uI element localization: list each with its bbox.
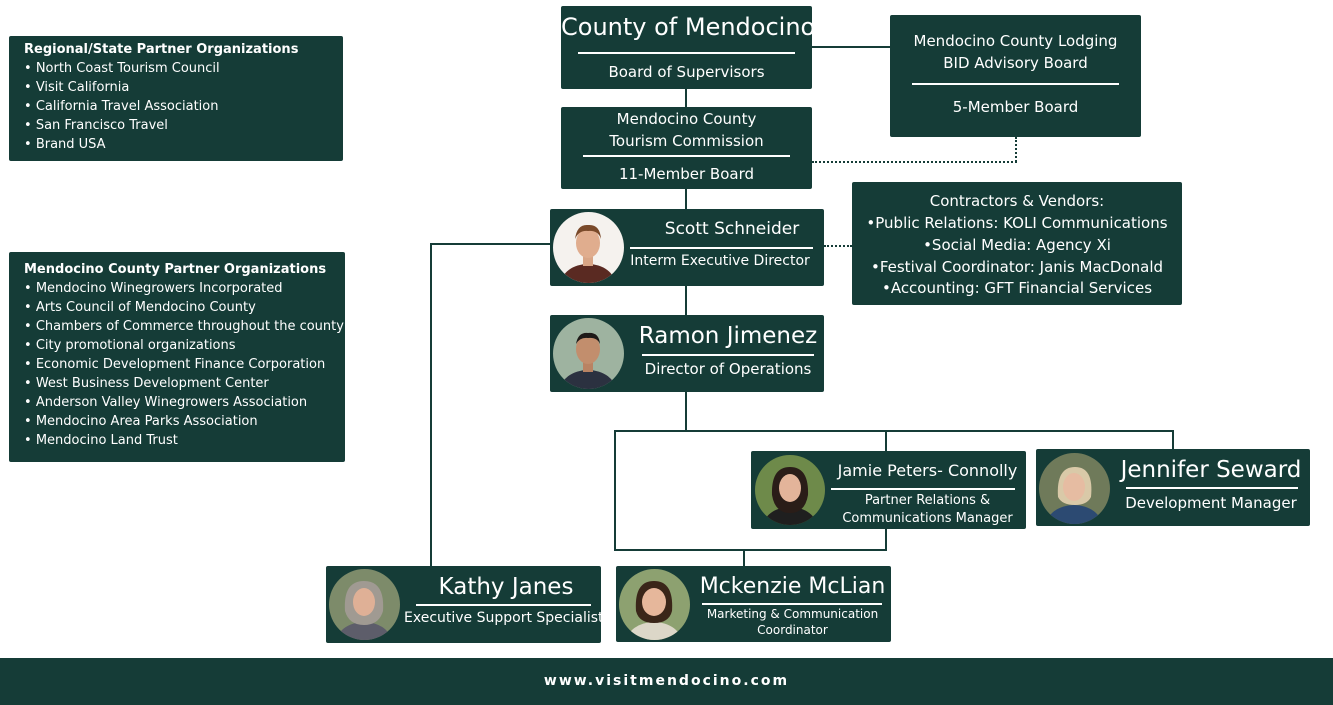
divider <box>702 603 882 605</box>
list-item: • Brand USA <box>24 137 106 152</box>
connector-bus-jennifer <box>1172 430 1174 449</box>
divider <box>583 155 790 157</box>
connector-ramon-down <box>685 392 687 431</box>
list-item: • California Travel Association <box>24 99 219 114</box>
mckenzie-card: Mckenzie McLian Marketing & Communicatio… <box>616 566 891 642</box>
jamie-photo <box>755 455 825 525</box>
list-item: • Mendocino Area Parks Association <box>24 414 258 429</box>
contractors-title: Contractors & Vendors: <box>929 192 1105 210</box>
ramon-role: Director of Operations <box>644 360 812 378</box>
list-item: • City promotional organizations <box>24 338 236 353</box>
contractor-item: •Festival Coordinator: Janis MacDonald <box>870 258 1164 276</box>
contractor-item: •Accounting: GFT Financial Services <box>881 279 1153 297</box>
jamie-role-line2: Communications Manager <box>842 511 1013 526</box>
footer-bar: www.visitmendocino.com <box>0 658 1333 705</box>
mckenzie-role-line2: Coordinator <box>757 623 828 637</box>
connector-scott-kathy-h <box>430 243 550 245</box>
footer-url[interactable]: www.visitmendocino.com <box>543 673 790 689</box>
regional-partners-title: Regional/State Partner Organizations <box>24 42 299 57</box>
connector-county-lodging <box>811 46 891 48</box>
tourism-commission-title-line1: Mendocino County <box>616 110 757 128</box>
dotted-connector-scott-contractors <box>824 245 852 247</box>
lodging-bid-subtitle: 5-Member Board <box>952 98 1079 116</box>
ramon-card: Ramon Jimenez Director of Operations <box>550 315 824 392</box>
connector-mckenzie <box>743 549 745 566</box>
divider <box>642 354 814 356</box>
connector-scott-kathy-v <box>430 243 432 566</box>
jamie-name: Jamie Peters- Connolly <box>837 461 1018 480</box>
list-item: • Anderson Valley Winegrowers Associatio… <box>24 395 308 410</box>
jennifer-name: Jennifer Seward <box>1120 457 1302 483</box>
jamie-role-line1: Partner Relations & <box>864 493 991 508</box>
connector-bus-left <box>614 430 616 551</box>
dotted-connector-commission-lodging-v <box>1015 137 1017 162</box>
divider <box>630 247 813 249</box>
connector-scott-ramon <box>685 286 687 315</box>
contractor-item: •Public Relations: KOLI Communications <box>866 214 1168 232</box>
county-partners-box: Mendocino County Partner Organizations •… <box>9 252 345 462</box>
divider <box>912 83 1119 85</box>
jennifer-role: Development Manager <box>1125 494 1297 512</box>
tourism-commission-subtitle: 11-Member Board <box>618 165 755 183</box>
jennifer-photo <box>1039 453 1110 524</box>
contractors-box: Contractors & Vendors: •Public Relations… <box>852 182 1182 305</box>
ramon-photo <box>553 318 624 389</box>
scott-card: Scott Schneider Interm Executive Directo… <box>550 209 824 286</box>
lodging-bid-title-line2: BID Advisory Board <box>943 54 1088 72</box>
connector-commission-scott <box>685 189 687 209</box>
connector-team-bus <box>614 430 1174 432</box>
kathy-photo <box>329 569 400 640</box>
jennifer-card: Jennifer Seward Development Manager <box>1036 449 1310 526</box>
connector-lower-bus <box>614 549 887 551</box>
connector-jamie-down <box>885 528 887 551</box>
county-title: County of Mendocino <box>561 13 816 41</box>
contractor-item: •Social Media: Agency Xi <box>923 236 1111 254</box>
scott-name: Scott Schneider <box>664 219 800 239</box>
list-item: • Arts Council of Mendocino County <box>24 300 256 315</box>
county-subtitle: Board of Supervisors <box>608 63 765 81</box>
list-item: • West Business Development Center <box>24 376 269 391</box>
lodging-bid-title-line1: Mendocino County Lodging <box>913 32 1118 50</box>
tourism-commission-title-line2: Tourism Commission <box>609 132 764 150</box>
lodging-bid-box: Mendocino County Lodging BID Advisory Bo… <box>890 15 1141 137</box>
list-item: • Visit California <box>24 80 130 95</box>
kathy-card: Kathy Janes Executive Support Specialist <box>326 566 604 643</box>
connector-bus-jamie <box>885 430 887 452</box>
kathy-name: Kathy Janes <box>438 574 574 600</box>
county-partners-title: Mendocino County Partner Organizations <box>24 262 327 277</box>
mckenzie-role-line1: Marketing & Communication <box>706 607 879 621</box>
jamie-card: Jamie Peters- Connolly Partner Relations… <box>751 451 1026 529</box>
connector-county-commission <box>685 88 687 108</box>
list-item: • Chambers of Commerce throughout the co… <box>24 319 344 334</box>
kathy-role: Executive Support Specialist <box>404 610 604 626</box>
divider <box>831 488 1015 490</box>
scott-photo <box>553 212 624 283</box>
dotted-connector-commission-lodging-h <box>812 161 1017 163</box>
regional-partners-box: Regional/State Partner Organizations • N… <box>9 36 343 161</box>
list-item: • Mendocino Winegrowers Incorporated <box>24 281 283 296</box>
list-item: • Mendocino Land Trust <box>24 433 178 448</box>
list-item: • North Coast Tourism Council <box>24 61 220 76</box>
tourism-commission-box: Mendocino County Tourism Commission 11-M… <box>561 107 812 189</box>
divider <box>1126 487 1298 489</box>
divider <box>578 52 795 54</box>
list-item: • Economic Development Finance Corporati… <box>24 357 326 372</box>
mckenzie-photo <box>619 569 690 640</box>
mckenzie-name: Mckenzie McLian <box>699 574 886 599</box>
ramon-name: Ramon Jimenez <box>638 323 818 349</box>
scott-role: Interm Executive Director <box>630 253 810 269</box>
divider <box>416 604 591 606</box>
county-box: County of Mendocino Board of Supervisors <box>561 6 816 89</box>
list-item: • San Francisco Travel <box>24 118 168 133</box>
